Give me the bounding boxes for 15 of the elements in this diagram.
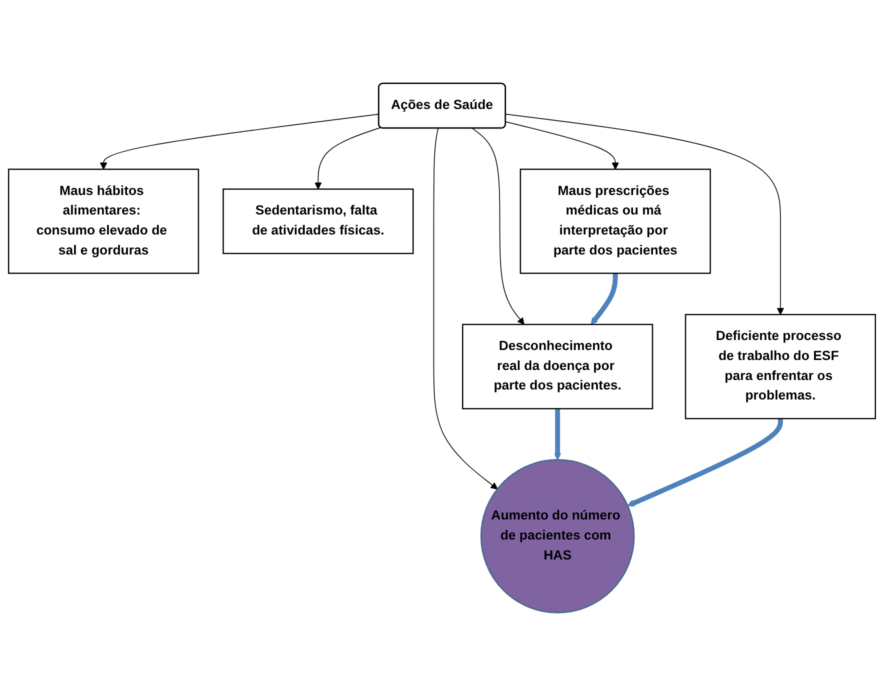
node-box: Deficiente processo de trabalho do ESF para enfrentar os problemas. xyxy=(684,314,876,420)
node-circle: Aumento do número de pacientes com HAS xyxy=(480,459,635,614)
arrow xyxy=(505,114,784,315)
arrow xyxy=(433,128,498,490)
arrow xyxy=(627,418,783,507)
node-box: Desconhecimento real da doença por parte dos pacientes. xyxy=(462,324,654,410)
node-box: Maus hábitos alimentares: consumo elevado de sal e gorduras xyxy=(8,168,200,274)
arrow xyxy=(505,121,619,170)
arrow xyxy=(314,127,382,190)
node-box: Sedentarismo, falta de atividades físicas. xyxy=(222,188,414,254)
node-box: Maus prescrições médicas ou má interpretação por parte dos pacientes xyxy=(520,168,711,274)
arrow xyxy=(554,408,562,460)
arrow xyxy=(472,128,524,325)
arrow xyxy=(100,114,380,170)
arrow xyxy=(590,273,618,325)
